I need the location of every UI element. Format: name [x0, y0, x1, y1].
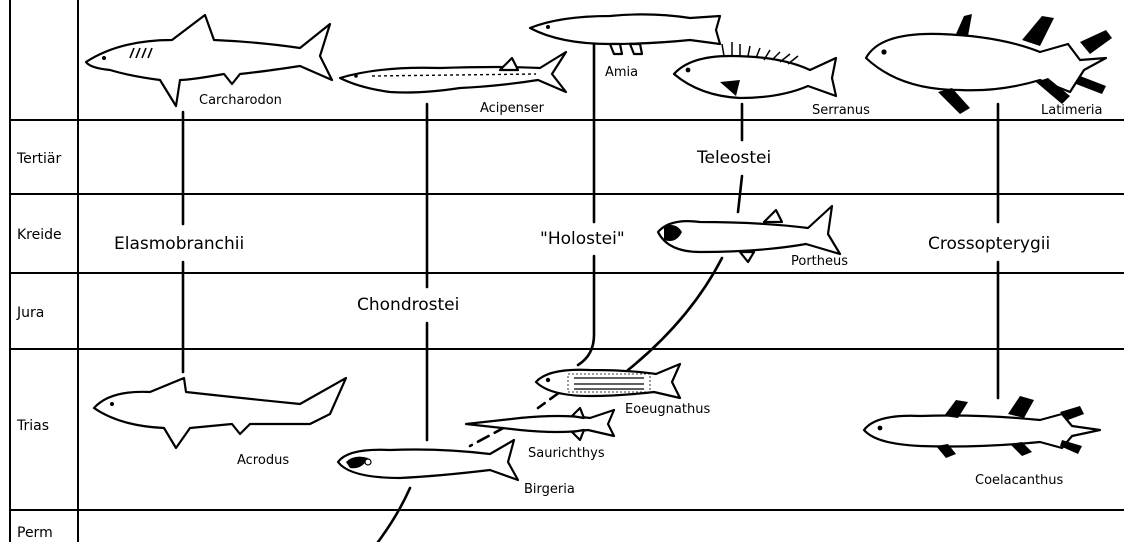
- group-teleostei: Teleostei: [696, 148, 771, 168]
- serranus-label: Serranus: [812, 103, 870, 118]
- acipenser-illustration: [340, 52, 566, 93]
- acrodus-illustration: [94, 378, 346, 448]
- amia-illustration: [530, 14, 720, 54]
- era-trias: Trias: [16, 418, 49, 434]
- group-chondrostei: Chondrostei: [357, 295, 459, 315]
- era-tertiar: Tertiär: [16, 151, 62, 167]
- eoeugnathus-illustration: [536, 364, 680, 398]
- eoeugnathus-saurichthys-dash: [538, 392, 560, 408]
- coelacanthus-illustration: [864, 396, 1100, 458]
- birgeria-label: Birgeria: [524, 482, 575, 497]
- serranus-illustration: [674, 42, 836, 98]
- era-perm: Perm: [17, 525, 53, 541]
- acipenser-label: Acipenser: [480, 101, 545, 116]
- group-elasmobranchii: Elasmobranchii: [114, 234, 244, 254]
- portheus-eoeugnathus-line: [628, 258, 722, 370]
- latimeria-illustration: [866, 14, 1112, 114]
- birgeria-stem-line: [378, 488, 410, 542]
- eoeugnathus-label: Eoeugnathus: [625, 402, 710, 417]
- carcharodon-label: Carcharodon: [199, 93, 282, 108]
- saurichthys-label: Saurichthys: [528, 446, 605, 461]
- group-crossopterygii: Crossopterygii: [928, 234, 1050, 254]
- amia-label: Amia: [605, 65, 638, 80]
- latimeria-label: Latimeria: [1041, 103, 1103, 118]
- era-jura: Jura: [16, 305, 44, 321]
- birgeria-illustration: [338, 440, 518, 480]
- portheus-label: Portheus: [791, 254, 848, 269]
- lineage-lines: [183, 44, 998, 542]
- acrodus-label: Acrodus: [237, 453, 289, 468]
- coelacanthus-label: Coelacanthus: [975, 473, 1064, 488]
- group-holostei: "Holostei": [540, 229, 625, 249]
- era-kreide: Kreide: [17, 227, 62, 243]
